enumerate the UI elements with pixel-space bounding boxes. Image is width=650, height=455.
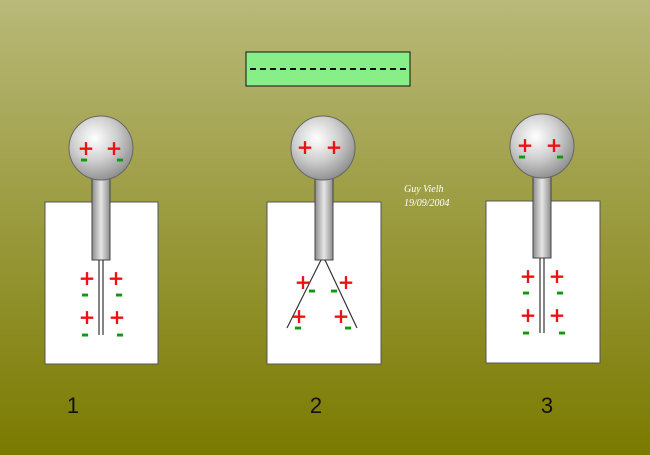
- electroscope-1-leaf-charge: -: [81, 282, 89, 306]
- charged-plate: [245, 51, 411, 87]
- signature-date: 19/09/2004: [404, 198, 450, 209]
- electroscope-2-leaf-left: [286, 259, 322, 329]
- electroscope-2-leaf-charge: +: [338, 270, 355, 294]
- electroscope-1-leaf-charge: +: [79, 266, 96, 290]
- electroscope-1-leaf-charge: -: [115, 282, 123, 306]
- electroscope-3-leaf-charge: -: [522, 280, 530, 304]
- electroscope-1-leaf-charge: -: [116, 322, 124, 346]
- electroscope-2-ball-charge: +: [297, 135, 314, 159]
- electroscope-3-leaf-charge: +: [520, 264, 537, 288]
- electroscope-1-ball: [68, 115, 134, 181]
- electroscope-1-rod: [91, 175, 111, 261]
- electroscope-2-leaf-charge: +: [291, 304, 308, 328]
- electroscope-2: + + + + - - + + - - 2: [266, 115, 382, 418]
- electroscope-1-ball-charge: +: [78, 136, 95, 160]
- electroscope-3-label: 3: [541, 393, 553, 418]
- electroscope-3-leaf-charge: -: [556, 280, 564, 304]
- electroscope-2-ball: [290, 115, 356, 181]
- electroscope-1: + + - - + + - - + + - - 1: [44, 115, 159, 418]
- electroscope-2-ball-charge: +: [326, 135, 343, 159]
- electroscope-2-leaf-charge: -: [308, 278, 316, 302]
- electroscope-1-leaf-charge: +: [108, 266, 125, 290]
- electroscope-2-leaf-charge: +: [295, 270, 312, 294]
- electroscope-2-jar: [266, 201, 382, 365]
- electroscope-2-leaf-charge: +: [333, 304, 350, 328]
- electroscope-3-ball: [509, 113, 575, 179]
- electroscope-3-leaf-charge: -: [558, 320, 566, 344]
- electroscope-2-leaf-charge: -: [330, 278, 338, 302]
- electroscope-1-ball-charge: +: [106, 136, 123, 160]
- electroscope-3-ball-charge: -: [556, 144, 564, 168]
- signature: Guy Vielh 19/09/2004: [404, 184, 450, 209]
- electroscope-3-leaf-charge: +: [549, 264, 566, 288]
- electroscope-3-leaf-charge: -: [522, 320, 530, 344]
- electroscope-2-label: 2: [310, 393, 322, 418]
- electroscope-3-ball-charge: -: [518, 144, 526, 168]
- electroscope-3-ball-charge: +: [546, 133, 563, 157]
- electroscope-1-ball-charge: -: [116, 147, 124, 171]
- electroscope-2-leaf-charge: -: [344, 315, 352, 339]
- electroscope-1-leaf-charge: -: [81, 322, 89, 346]
- electroscope-3-leaf-charge: +: [520, 303, 537, 327]
- electroscope-3-rod: [532, 175, 552, 259]
- electroscope-3-leaf-charge: +: [549, 303, 566, 327]
- electroscope-2-leaf-right: [324, 259, 358, 329]
- electroscope-1-label: 1: [67, 393, 79, 418]
- electroscope-1-leaf-charge: +: [79, 305, 96, 329]
- electroscope-3-ball-charge: +: [517, 133, 534, 157]
- electroscope-2-rod: [314, 175, 334, 261]
- signature-author: Guy Vielh: [404, 184, 444, 195]
- electroscope-1-ball-charge: -: [80, 147, 88, 171]
- electroscope-1-leaf-charge: +: [109, 305, 126, 329]
- electroscope-3: + + - - + + - - + + - - 3: [485, 113, 601, 418]
- electroscope-2-leaf-charge: -: [294, 315, 302, 339]
